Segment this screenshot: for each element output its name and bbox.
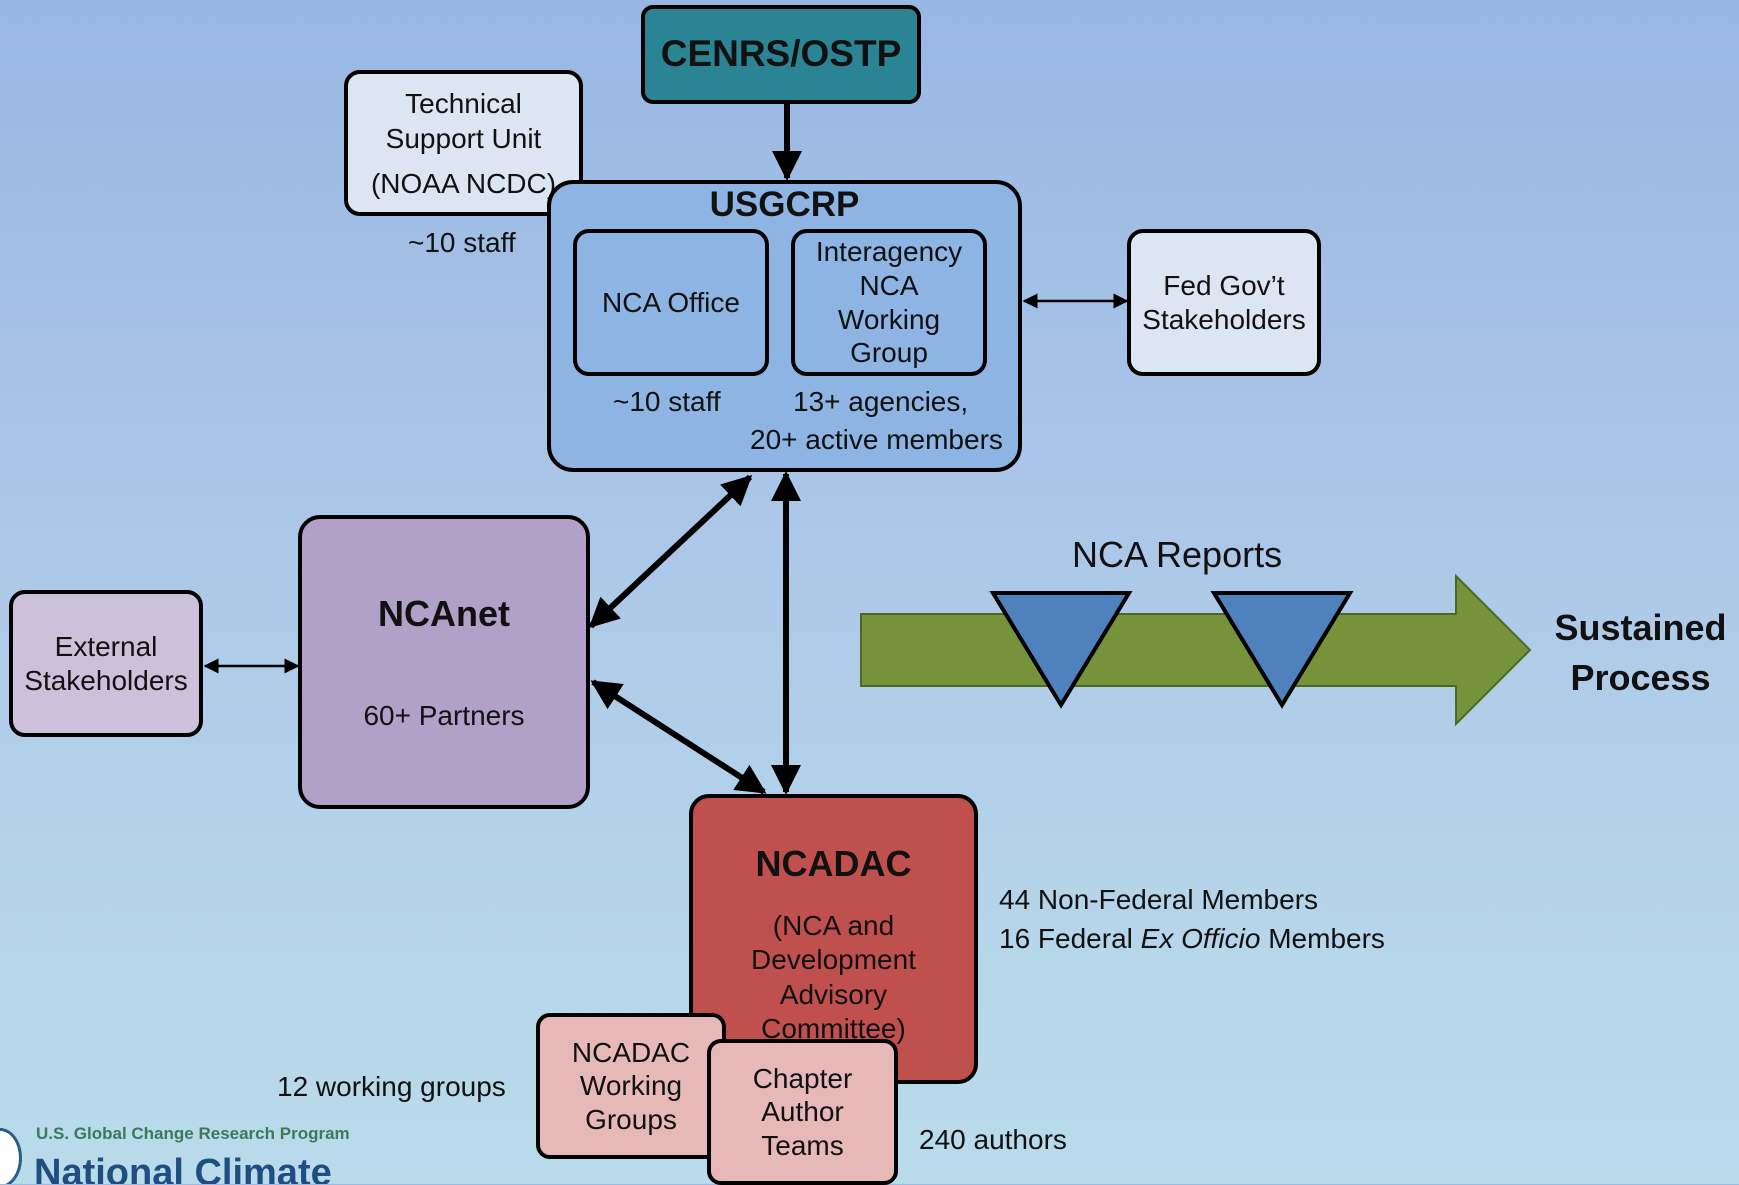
process-line: Process <box>1570 657 1711 699</box>
federal-members-post: Members <box>1260 923 1385 955</box>
ncadac-line-3: Advisory <box>779 978 888 1010</box>
usgcrp-title: USGCRP <box>709 185 860 224</box>
ncanet-box: NCAnet 60+ Partners <box>298 515 590 809</box>
cenrs-ostp-box: CENRS/OSTP <box>641 5 921 104</box>
fed-line-1: Fed Gov’t <box>1163 269 1285 301</box>
wg-line-1: NCADAC <box>571 1036 691 1068</box>
nca-office-box: NCA Office <box>573 229 769 376</box>
report-marker-2 <box>1210 591 1354 709</box>
iwg-agencies-note: 13+ agencies, <box>793 386 969 417</box>
iwg-line-3: Working <box>837 303 941 335</box>
ncadac-line-2: Development <box>751 944 916 976</box>
federal-members: 16 Federal Ex Officio Members <box>999 919 1385 958</box>
working-groups-note: 12 working groups <box>277 1071 506 1102</box>
iwg-members-note: 20+ active members <box>750 424 1003 455</box>
chapter-author-teams-box: Chapter Author Teams <box>707 1039 898 1185</box>
fed-line-2: Stakeholders <box>1142 303 1306 335</box>
nca-office-label: NCA Office <box>602 286 740 318</box>
ncadac-working-groups-box: NCADAC Working Groups <box>536 1013 726 1159</box>
iwg-line-1: Interagency <box>815 236 963 268</box>
report-marker-1 <box>989 591 1133 709</box>
nca-reports-label: NCA Reports <box>1072 534 1283 575</box>
sustained-line: Sustained <box>1554 607 1727 648</box>
ncanet-subtitle: 60+ Partners <box>363 699 525 731</box>
technical-support-unit-box: Technical Support Unit (NOAA NCDC) <box>344 70 583 216</box>
ncadac-line-1: (NCA and <box>772 910 895 942</box>
federal-members-pre: 16 Federal <box>999 923 1141 955</box>
external-line-2: Stakeholders <box>24 664 188 696</box>
authors-note: 240 authors <box>919 1124 1067 1155</box>
external-line-1: External <box>54 630 158 662</box>
iwg-line-4: Group <box>850 337 928 369</box>
cenrs-ostp-label: CENRS/OSTP <box>660 33 902 75</box>
ncadac-line-4: Committee) <box>761 1012 906 1044</box>
cat-line-2: Author <box>761 1096 844 1128</box>
cat-line-1: Chapter <box>752 1062 853 1094</box>
ncanet-title: NCAnet <box>378 592 510 634</box>
nonfederal-members: 44 Non-Federal Members <box>999 884 1319 915</box>
federal-members-ex-officio: Ex Officio <box>1140 923 1261 955</box>
logo-program-name: U.S. Global Change Research Program <box>36 1124 350 1143</box>
ncadac-title: NCADAC <box>755 843 912 884</box>
wg-line-2: Working <box>579 1070 683 1102</box>
ncadac-members-note: 44 Non-Federal Members 16 Federal Ex Off… <box>999 880 1385 958</box>
tsu-line-1: Technical <box>405 87 522 119</box>
ncadac-subtitle: (NCA and Development Advisory Committee) <box>751 909 916 1046</box>
logo-title: National Climate <box>34 1152 332 1184</box>
sustained-process-label: Sustained Process <box>1548 603 1733 704</box>
tsu-line-3: (NOAA NCDC) <box>370 167 557 199</box>
arrow-ncanet-ncadac <box>590 679 767 795</box>
globe-icon <box>0 1128 22 1184</box>
tsu-line-2: Support Unit <box>385 122 542 154</box>
process-arrow <box>860 573 1532 727</box>
ncadac-box: NCADAC (NCA and Development Advisory Com… <box>689 794 978 1084</box>
tsu-staff-note: ~10 staff <box>408 227 516 258</box>
arrow-ncanet-usgcrp <box>588 474 753 629</box>
nca-logo: U.S. Global Change Research Program Nati… <box>0 1122 400 1184</box>
cat-line-3: Teams <box>761 1129 844 1161</box>
fed-gov-stakeholders-box: Fed Gov’t Stakeholders <box>1127 229 1321 376</box>
interagency-working-group-box: Interagency NCA Working Group <box>791 229 987 376</box>
wg-line-3: Groups <box>585 1103 677 1135</box>
nca-office-staff-note: ~10 staff <box>613 386 721 417</box>
iwg-line-2: NCA <box>859 269 919 301</box>
external-stakeholders-box: External Stakeholders <box>9 590 203 737</box>
